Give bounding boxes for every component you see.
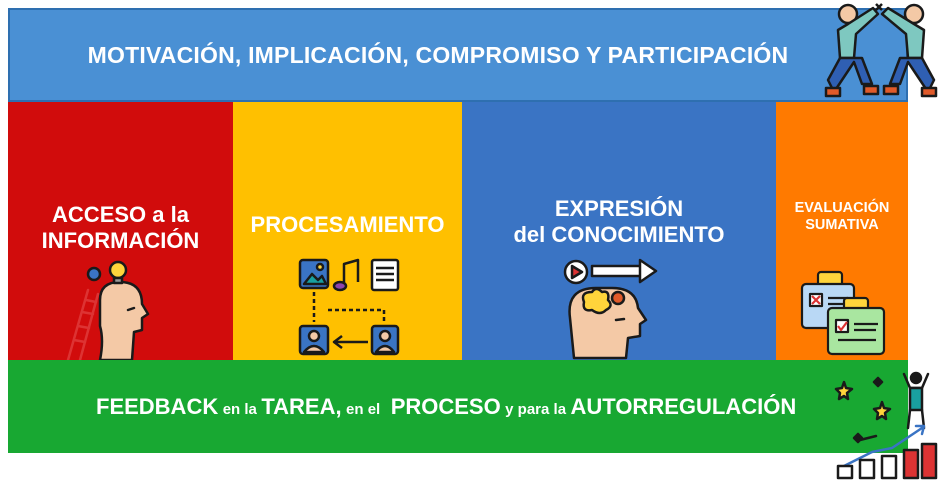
top-banner: MOTIVACIÓN, IMPLICACIÓN, COMPROMISO Y PA…	[8, 8, 908, 102]
column-evaluacion-title: EVALUACIÓN SUMATIVA	[795, 200, 890, 234]
column-procesamiento: PROCESAMIENTO	[233, 102, 462, 360]
column-procesamiento-line1: PROCESAMIENTO	[250, 212, 445, 237]
bottom-banner-text: FEEDBACK en la TAREA, en el PROCESO y pa…	[96, 394, 796, 420]
autorregulacion-word: AUTORREGULACIÓN	[570, 393, 797, 419]
column-expresion-line1: EXPRESIÓN	[554, 196, 684, 221]
column-acceso-line1: ACCESO a la	[52, 202, 189, 227]
en-la-word: en la	[222, 400, 257, 418]
column-acceso-line2: INFORMACIÓN	[41, 227, 200, 253]
top-banner-text: MOTIVACIÓN, IMPLICACIÓN, COMPROMISO Y PA…	[87, 41, 789, 68]
growth-chart-person-icon	[834, 371, 938, 480]
y-para-la-word: y para la	[505, 400, 567, 418]
high-five-people-icon	[824, 3, 938, 98]
column-evaluacion-line1: EVALUACIÓN	[794, 200, 890, 216]
en-el-word: en el	[346, 400, 381, 418]
head-ladder-lightbulb-icon	[66, 260, 150, 362]
checklist-cards-icon	[800, 270, 886, 356]
tarea-word: TAREA,	[261, 393, 342, 419]
head-video-arrow-icon	[563, 258, 658, 360]
proceso-word: PROCESO	[390, 393, 501, 419]
column-expresion-line2: del CONOCIMIENTO	[513, 221, 725, 247]
column-evaluacion-line2: SUMATIVA	[805, 217, 879, 234]
media-flow-icon	[298, 258, 400, 356]
column-acceso-title: ACCESO a la INFORMACIÓN	[42, 202, 200, 254]
bottom-banner: FEEDBACK en la TAREA, en el PROCESO y pa…	[8, 360, 908, 453]
column-expresion-title: EXPRESIÓN del CONOCIMIENTO	[513, 196, 724, 248]
column-procesamiento-title: PROCESAMIENTO	[251, 212, 445, 238]
feedback-word: FEEDBACK	[96, 393, 219, 419]
